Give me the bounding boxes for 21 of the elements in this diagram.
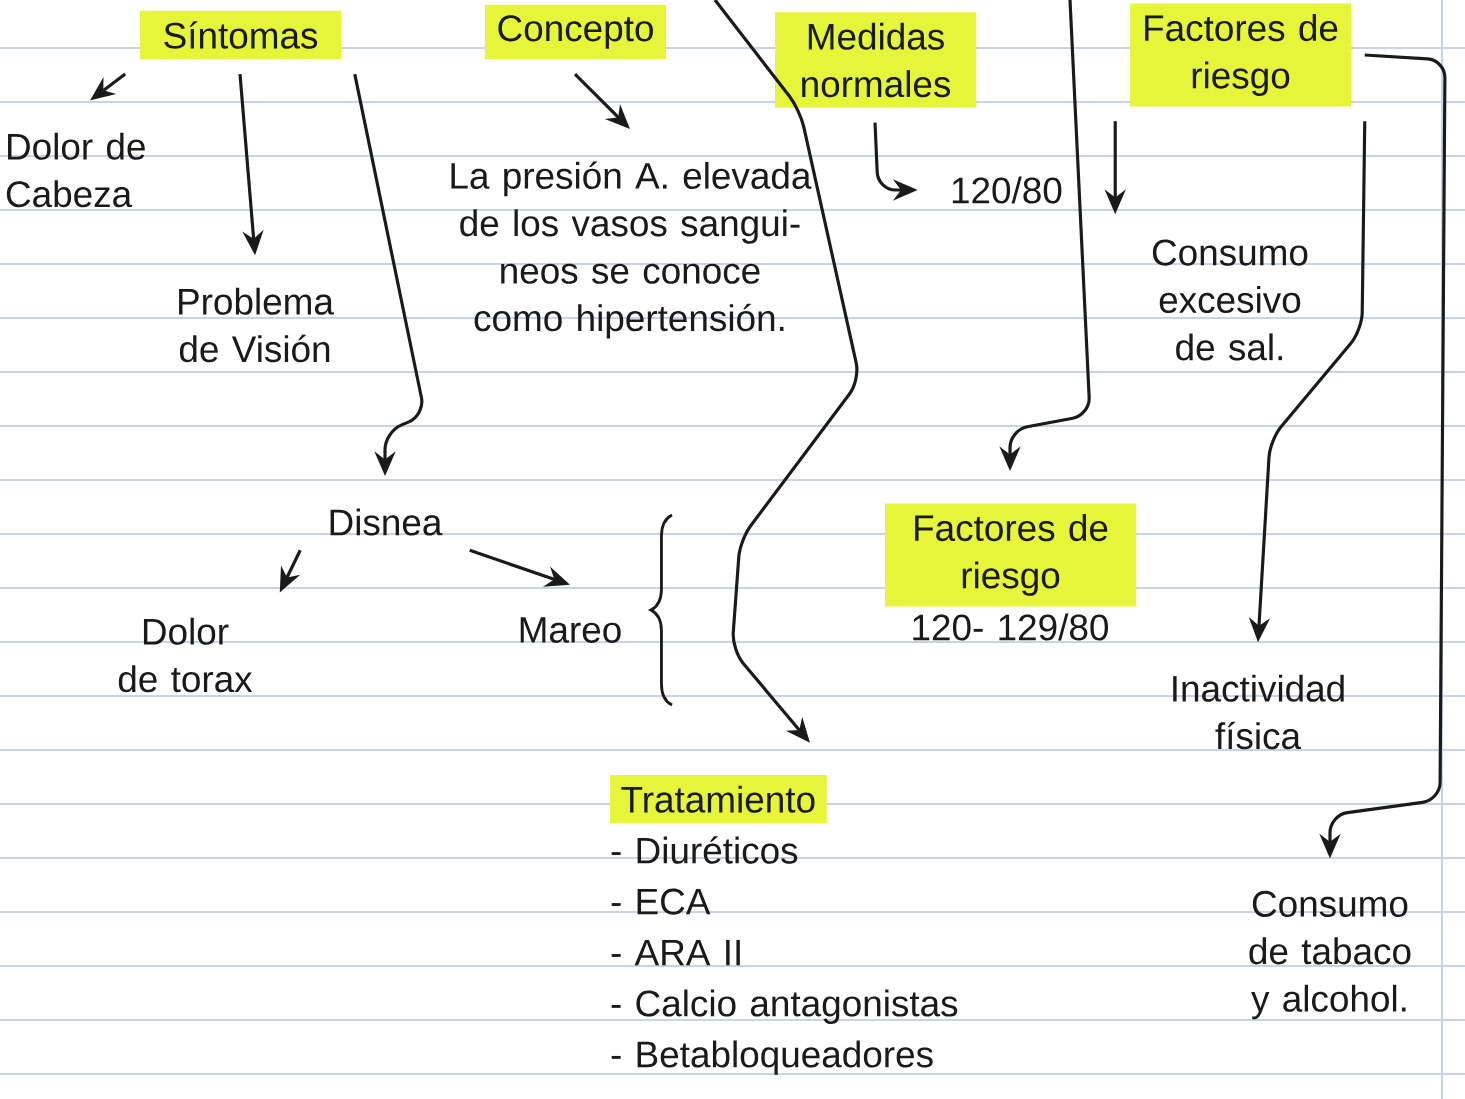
highlighted-heading: Medidas normales xyxy=(775,12,977,108)
handwritten-note: Mareo xyxy=(520,617,621,643)
handwritten-note: Consumo excesivo de sal. xyxy=(1152,239,1308,361)
node-label: - ARA II xyxy=(611,939,740,966)
handwritten-note: Dolor de Cabeza xyxy=(6,132,145,208)
handwritten-note: La presión A. elevada de los vasos sangui- neos se conoce como hipertensión. xyxy=(451,161,812,339)
handwritten-note: Consumo de tabaco y alcohol. xyxy=(1249,890,1411,1020)
highlighted-heading: Factores de riesgo 120- 129/80 xyxy=(885,503,1137,641)
handwritten-note: 120/80 xyxy=(952,176,1062,204)
node-label: - Diuréticos xyxy=(611,836,798,864)
highlighted-heading: Factores de riesgo xyxy=(1130,3,1352,107)
treatment-list: Tratamiento - Diuréticos - ECA - ARA II - Calcio antagonistas - Betabloqueadores xyxy=(610,775,958,1075)
highlighted-heading: Concepto xyxy=(485,4,667,60)
node-label: - Betabloqueadores xyxy=(611,1040,933,1075)
handwritten-note: Disnea xyxy=(330,508,443,536)
node-label: - ECA xyxy=(611,888,711,915)
handwritten-note: Inactividad física xyxy=(1173,674,1344,750)
handwritten-note: Dolor de torax xyxy=(118,617,253,693)
handwritten-note: Problema de Visión xyxy=(179,287,334,363)
highlighted-heading: Síntomas xyxy=(140,10,342,60)
node-label: - Calcio antagonistas xyxy=(611,989,958,1024)
